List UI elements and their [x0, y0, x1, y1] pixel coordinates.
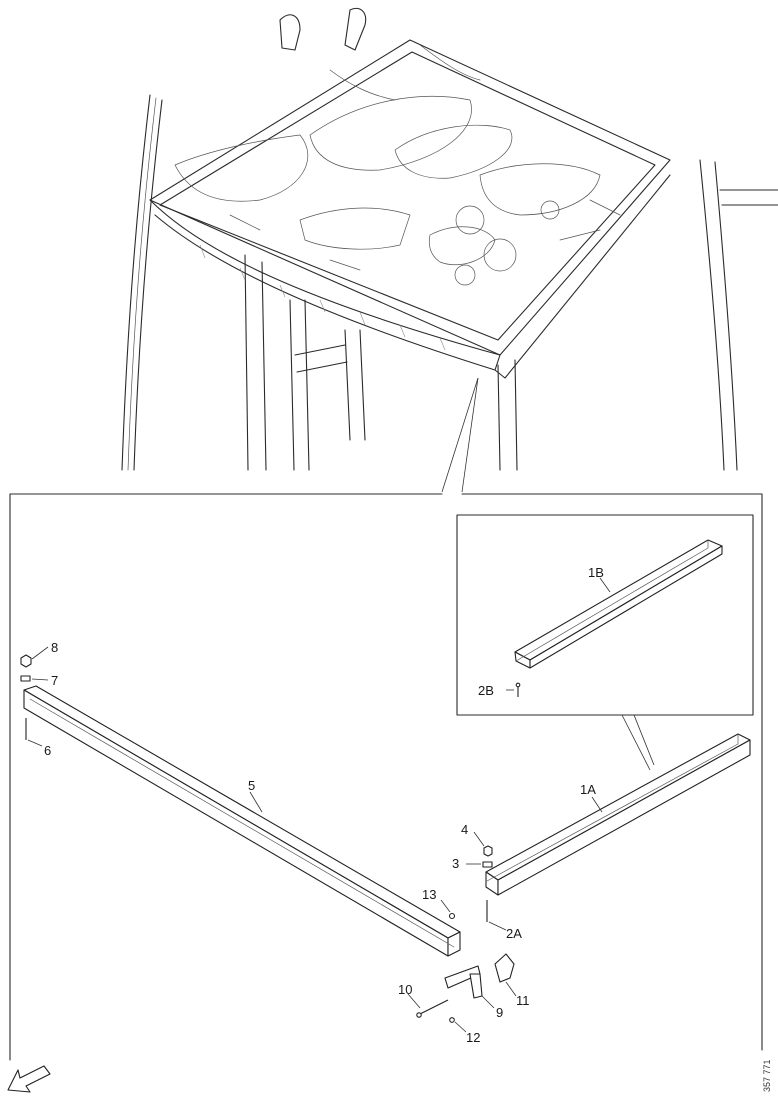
label-10: 10: [398, 982, 412, 997]
label-6: 6: [44, 743, 51, 758]
part-3-washer: [466, 861, 493, 868]
part-11-plate: [494, 953, 517, 997]
part-10-bolt: [407, 993, 449, 1018]
label-12: 12: [466, 1030, 480, 1045]
reference-code: 357 771: [762, 1059, 772, 1092]
label-5: 5: [248, 778, 255, 793]
inset-leader: [621, 714, 651, 771]
cab-frame-illustration: [121, 7, 778, 493]
label-1a: 1A: [580, 782, 596, 797]
part-2a-screw: [486, 900, 507, 931]
part-12-nut: [449, 1017, 467, 1033]
part-1a-bar: [485, 733, 751, 896]
part-13-rivet: [440, 899, 456, 920]
part-5-bar: [23, 685, 461, 957]
label-4: 4: [461, 822, 468, 837]
part-6-screw: [25, 718, 43, 747]
label-9: 9: [496, 1005, 503, 1020]
label-13: 13: [422, 887, 436, 902]
label-3: 3: [452, 856, 459, 871]
label-11: 11: [516, 993, 530, 1008]
label-2b: 2B: [478, 683, 494, 698]
label-2a: 2A: [506, 926, 522, 941]
exploded-view-frame: [9, 493, 763, 1061]
inset-detail-box: [456, 514, 754, 716]
part-9-bracket: [444, 965, 495, 1009]
part-7-washer: [20, 675, 49, 682]
label-7: 7: [51, 673, 58, 688]
label-8: 8: [51, 640, 58, 655]
part-8-nut: [20, 646, 49, 668]
part-4-nut: [473, 831, 493, 857]
label-1b: 1B: [588, 565, 604, 580]
arrow-down-left-icon: [7, 1065, 51, 1093]
